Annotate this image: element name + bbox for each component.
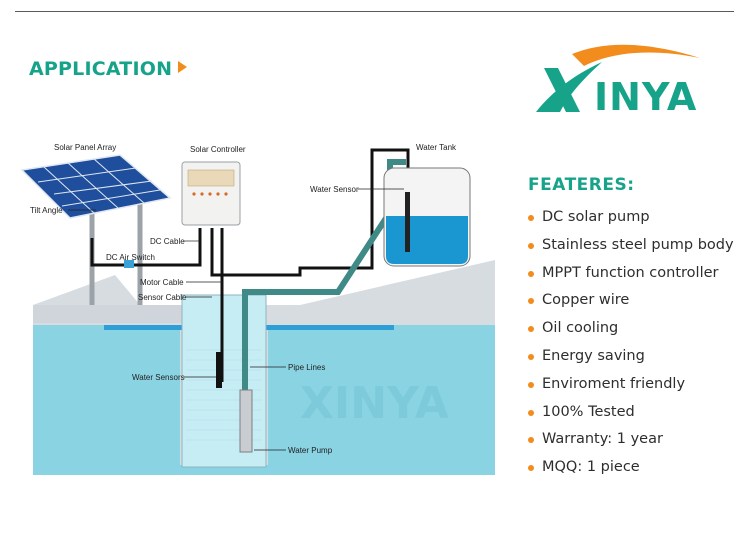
list-item: Oil cooling — [528, 320, 743, 348]
sensor-cable — [210, 148, 410, 277]
bullet-icon — [528, 298, 534, 305]
bullet-icon — [528, 465, 534, 472]
list-item: DC solar pump — [528, 209, 743, 237]
label-solar-controller: Solar Controller — [190, 145, 246, 154]
top-divider — [15, 11, 734, 12]
svg-text:INYA: INYA — [594, 75, 697, 119]
list-item: MPPT function controller — [528, 265, 743, 293]
well-sensor — [216, 352, 222, 388]
list-item: Enviroment friendly — [528, 376, 743, 404]
features-list: DC solar pump Stainless steel pump body … — [528, 209, 743, 487]
label-water-sensor: Water Sensor — [310, 185, 359, 194]
label-tilt-angle: Tilt Angle — [30, 206, 63, 215]
section-title: APPLICATION — [29, 58, 188, 80]
solar-pump-diagram: XINYA Solar Panel Array Tilt Angle Solar… — [20, 143, 495, 475]
bullet-icon — [528, 270, 534, 277]
xinya-logo: INYA — [536, 44, 700, 119]
bullet-icon — [528, 215, 534, 221]
label-water-tank: Water Tank — [416, 143, 457, 152]
label-dc-cable: DC Cable — [150, 237, 185, 246]
bullet-icon — [528, 437, 534, 444]
features-title: FEATERES: — [528, 175, 635, 195]
section-title-text: APPLICATION — [29, 58, 173, 80]
bullet-icon — [528, 326, 534, 333]
features-panel: FEATERES: DC solar pump Stainless steel … — [528, 175, 743, 487]
dc-cable — [90, 228, 202, 267]
label-pipe-lines: Pipe Lines — [288, 363, 325, 372]
well-shaft — [181, 294, 267, 468]
dc-air-switch — [124, 260, 134, 268]
label-water-pump: Water Pump — [288, 446, 333, 455]
list-item: MQQ: 1 piece — [528, 459, 743, 487]
solar-panel — [20, 154, 172, 219]
bullet-icon — [528, 409, 534, 416]
label-sensor-cable: Sensor Cable — [138, 293, 187, 302]
diagram-watermark: XINYA — [300, 378, 449, 429]
list-item: Stainless steel pump body — [528, 237, 743, 265]
bullet-icon — [528, 242, 534, 249]
play-arrow-icon — [178, 61, 188, 73]
label-motor-cable: Motor Cable — [140, 278, 184, 287]
pipe-line — [242, 159, 406, 390]
label-solar-panel-array: Solar Panel Array — [54, 143, 116, 152]
list-item: Warranty: 1 year — [528, 431, 743, 459]
water-body — [33, 325, 495, 475]
label-water-sensors: Water Sensors — [132, 373, 185, 382]
list-item: Copper wire — [528, 292, 743, 320]
list-item: Energy saving — [528, 348, 743, 376]
list-item: 100% Tested — [528, 404, 743, 432]
tank-sensor — [405, 192, 410, 252]
bullet-icon — [528, 381, 534, 388]
bullet-icon — [528, 353, 534, 360]
ground-surface — [33, 305, 218, 323]
label-dc-air-switch: DC Air Switch — [106, 253, 155, 262]
water-pump — [239, 389, 253, 453]
